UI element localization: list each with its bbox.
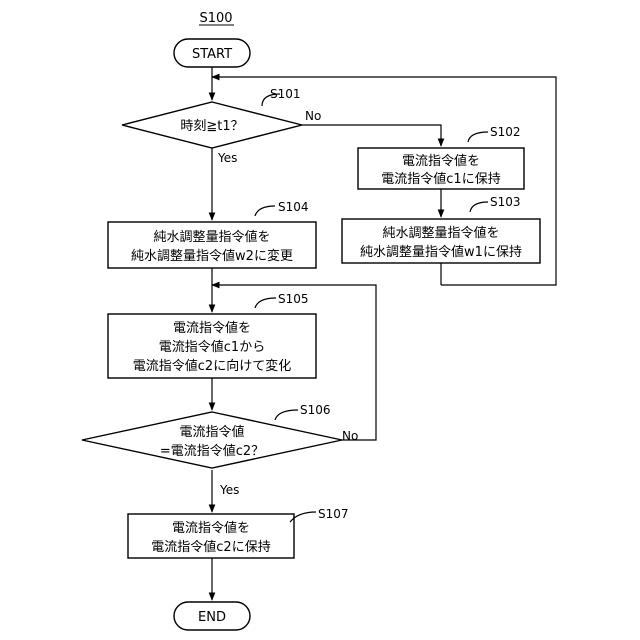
s104-line-1: 純水調整量指令値を [153, 229, 270, 245]
s101-no-label: No [305, 109, 321, 123]
s106-no-label: No [342, 429, 358, 443]
s107-id: S107 [318, 507, 349, 521]
s102-id: S102 [490, 125, 521, 139]
end-label: END [198, 610, 226, 625]
s103-line-2: 純水調整量指令値w1に保持 [360, 244, 522, 260]
s104-id: S104 [278, 200, 309, 214]
s106-id: S106 [300, 403, 331, 417]
s103-line-1: 純水調整量指令値を [382, 225, 499, 241]
s105-line-3: 電流指令値c2に向けて変化 [133, 358, 291, 374]
s101-yes-label: Yes [217, 151, 237, 165]
s101-text: 時刻≧t1？ [180, 119, 243, 134]
start-label: START [192, 47, 232, 62]
s107-line-2: 電流指令値c2に保持 [151, 539, 270, 555]
s106-line-2: =電流指令値c2？ [160, 443, 264, 459]
s104-leader [255, 206, 275, 216]
s106-yes-label: Yes [219, 483, 239, 497]
s105-line-2: 電流指令値c1から [159, 339, 265, 355]
decision-s106 [82, 412, 342, 468]
s106-leader [275, 410, 298, 420]
s106-line-1: 電流指令値 [179, 424, 244, 440]
s102-leader [468, 132, 488, 142]
s105-line-1: 電流指令値を [173, 320, 251, 336]
arrow-s101-no [302, 125, 441, 146]
s105-id: S105 [278, 292, 309, 306]
s102-line-1: 電流指令値を [402, 153, 480, 169]
s103-id: S103 [490, 195, 521, 209]
s104-line-2: 純水調整量指令値w2に変更 [131, 248, 293, 264]
s107-line-1: 電流指令値を [172, 520, 250, 536]
s105-leader [255, 298, 276, 308]
s102-line-2: 電流指令値c1に保持 [381, 171, 500, 187]
s101-id: S101 [270, 87, 301, 101]
s103-leader [470, 202, 488, 212]
diagram-id: S100 [199, 11, 232, 26]
